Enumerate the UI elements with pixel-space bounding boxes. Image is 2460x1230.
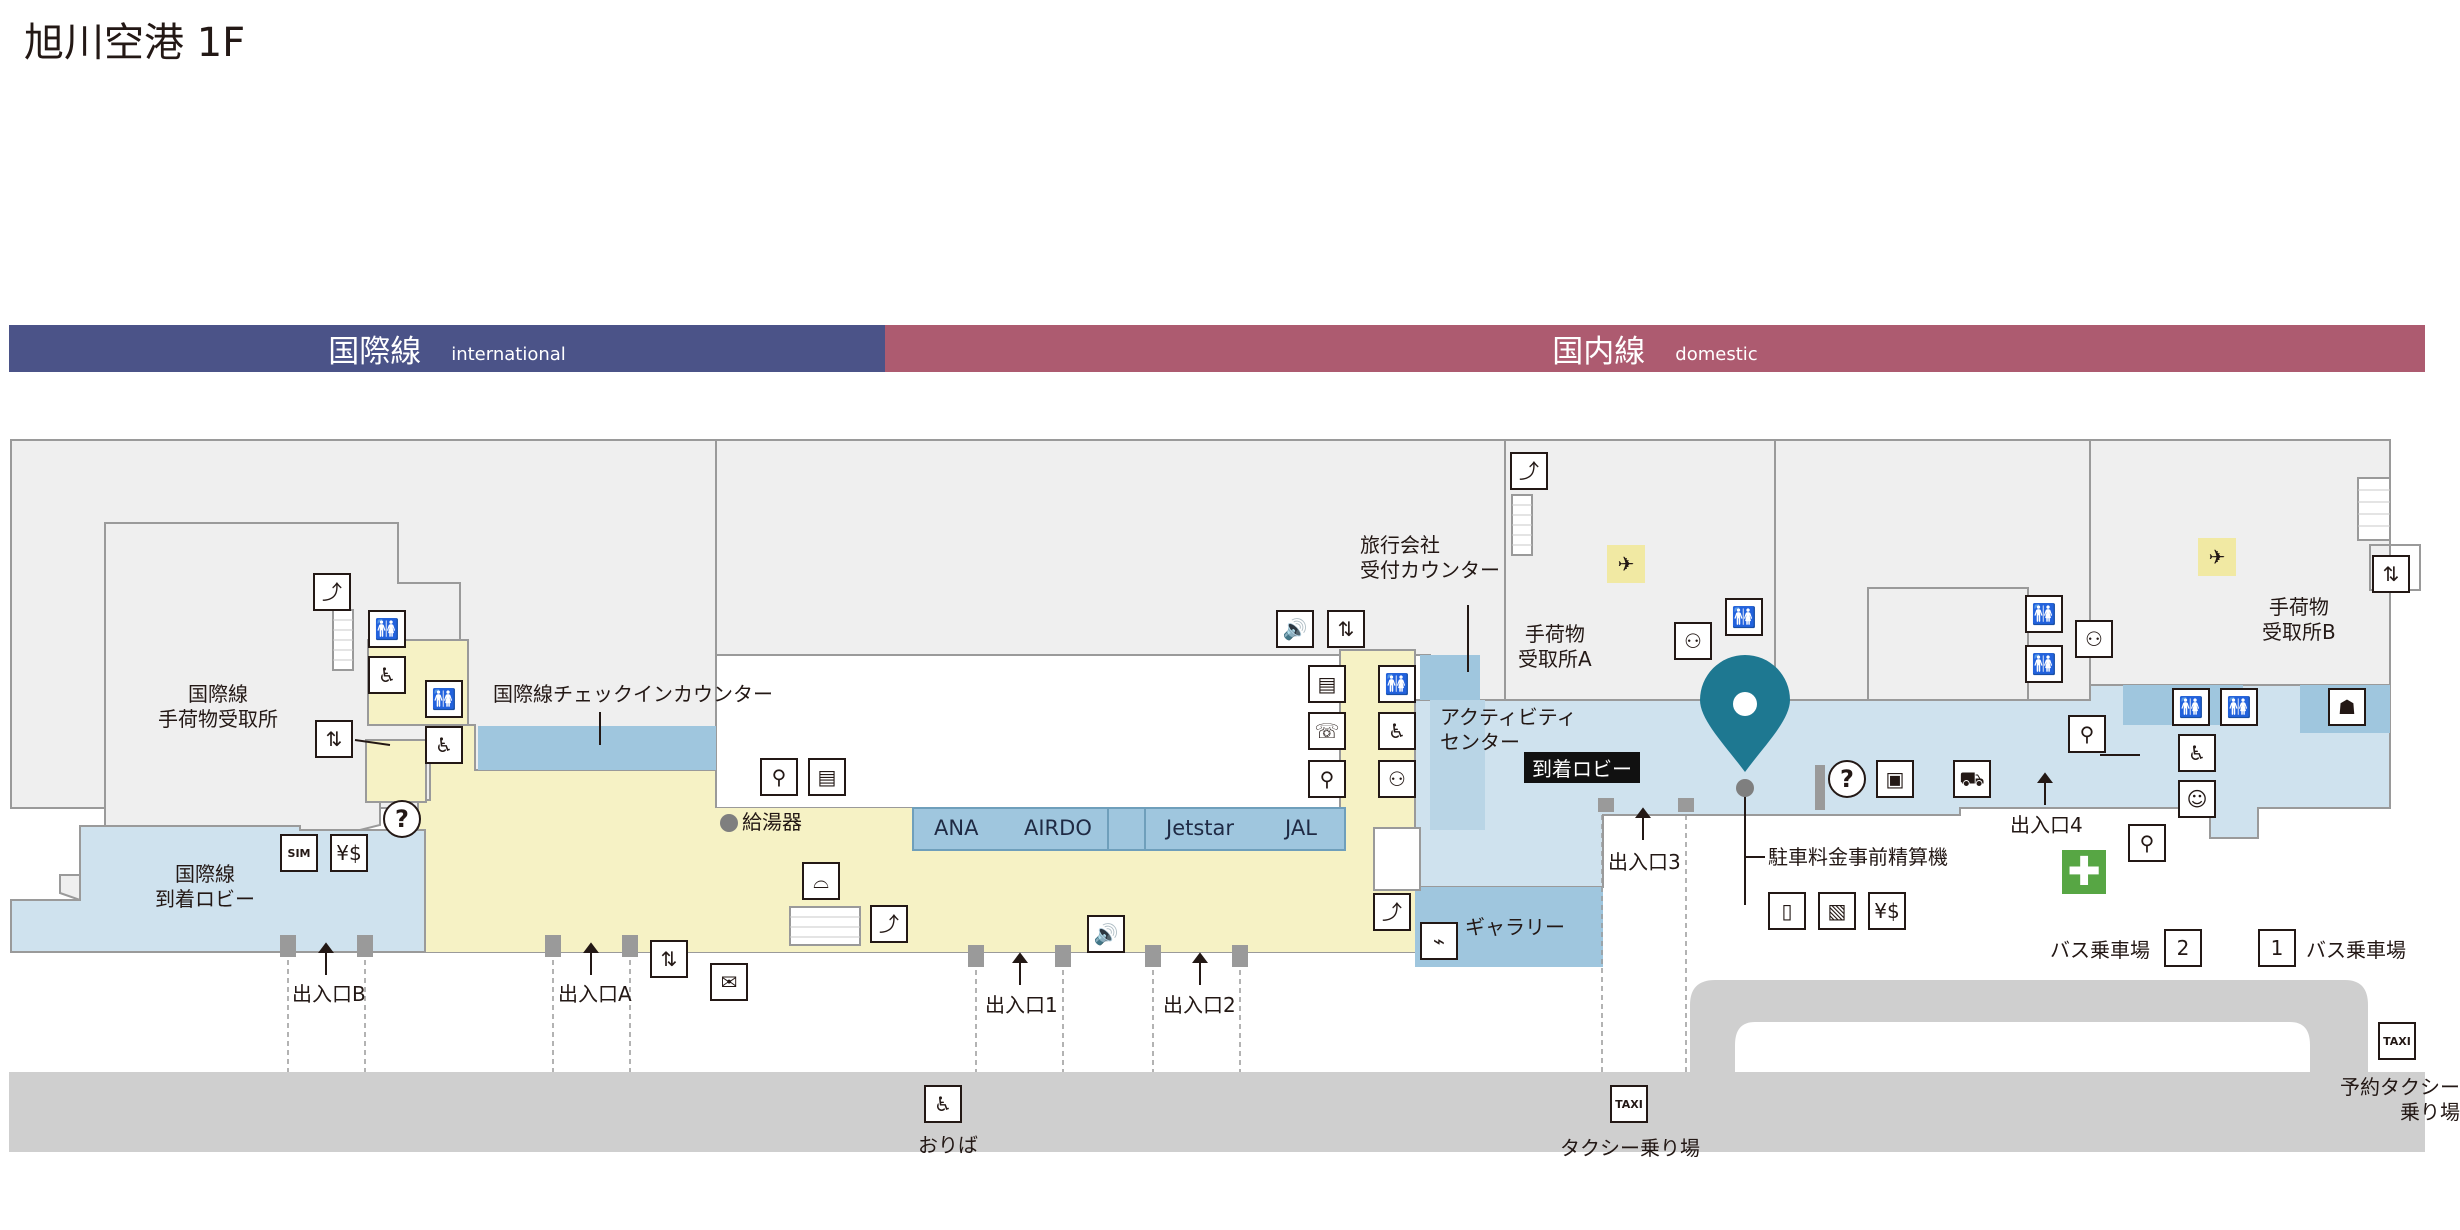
baggage-icon: ▣	[1876, 760, 1914, 798]
international-label: 国際線	[328, 334, 422, 370]
security-icon: ☗	[2328, 688, 2366, 726]
escalator-icon: ⤴	[1373, 893, 1411, 931]
post-icon: ✉	[710, 963, 748, 1001]
airline-counters	[912, 807, 1346, 851]
airline-jetstar: Jetstar	[1166, 816, 1235, 840]
travel-agency-label: 旅行会社 受付カウンター	[1360, 533, 1500, 582]
water-dispenser-label: 給湯器	[742, 810, 802, 834]
parking-pay-machine-icon: ▯	[1768, 892, 1806, 930]
locker-icon: ▤	[1308, 665, 1346, 703]
entrance-a-label: 出入口A	[558, 982, 632, 1006]
baby-care-icon: ⚲	[2068, 715, 2106, 753]
reserved-taxi-label: 予約タクシー 乗り場	[2340, 1075, 2460, 1124]
bus-stop-2-icon: 2	[2164, 929, 2202, 967]
elevator-icon: ⇅	[650, 940, 688, 978]
taxi-icon: TAXI	[2378, 1022, 2416, 1060]
airline-ana: ANA	[934, 816, 979, 840]
announcement-icon: 🔊	[1087, 915, 1125, 953]
elevator-icon: ⇅	[315, 720, 353, 758]
restroom-icon: 🚻	[1725, 598, 1763, 636]
travel-agency-counter	[1420, 655, 1480, 700]
taxi-stand-label: タクシー乗り場	[1560, 1136, 1700, 1160]
intl-arrival-label: 国際線 到着ロビー	[155, 862, 255, 911]
elevator-icon: ⇅	[1327, 610, 1365, 648]
restroom-icon: 🚻	[425, 680, 463, 718]
escalator-icon: ⤴	[870, 905, 908, 943]
road	[9, 1072, 2425, 1152]
baggage-a-label: 手荷物 受取所A	[1518, 622, 1592, 671]
domestic-sub-label: domestic	[1675, 344, 1758, 365]
restroom-icon: 🚻	[368, 610, 406, 648]
sim-icon: SIM	[280, 834, 318, 872]
massage-chair-icon: ⌓	[802, 862, 840, 900]
information-icon: ?	[1828, 760, 1866, 798]
restroom-icon: 🚻	[2025, 645, 2063, 683]
airline-airdo: AIRDO	[1024, 816, 1092, 840]
intl-checkin-label: 国際線チェックインカウンター	[493, 682, 773, 706]
entrances	[280, 765, 1825, 967]
arrivals-icon: ✈	[2198, 538, 2236, 576]
location-pin	[1700, 655, 1790, 797]
multipurpose-restroom-icon: ♿	[368, 656, 406, 694]
multipurpose-restroom-icon: ☺	[2178, 780, 2216, 818]
wheelchair-dropoff-icon: ♿	[924, 1085, 962, 1123]
gallery-label: ギャラリー	[1465, 915, 1565, 939]
arrivals-icon: ✈	[1607, 545, 1645, 583]
first-aid-room-icon: ♿	[2178, 734, 2216, 772]
activity-center-label: アクティビティ センター	[1440, 705, 1577, 754]
water-dispenser-dot	[720, 814, 738, 832]
international-band: 国際線 international	[9, 325, 885, 372]
locker-icon: ▤	[808, 758, 846, 796]
intl-arrival-lobby	[10, 825, 426, 953]
domestic-band: 国内線 domestic	[885, 325, 2425, 372]
multipurpose-restroom-icon: ♿	[1378, 712, 1416, 750]
information-icon: ?	[383, 800, 421, 838]
diaper-change-icon: ⚇	[1674, 622, 1712, 660]
baby-care-icon: ⚲	[760, 758, 798, 796]
baggage-b-label: 手荷物 受取所B	[2262, 595, 2336, 644]
bus-stop-1-icon: 1	[2258, 929, 2296, 967]
rent-a-car-icon: ⛟	[1953, 760, 1991, 798]
airline-jal: JAL	[1285, 816, 1317, 840]
parking-pay-label: 駐車料金事前精算機	[1768, 845, 1948, 869]
currency-exchange-icon: ¥$	[1868, 892, 1906, 930]
diaper-change-icon: ⚇	[2075, 620, 2113, 658]
card-payment-icon: ▧	[1818, 892, 1856, 930]
domestic-label: 国内線	[1552, 334, 1646, 370]
bicycle-icon: ⚲	[2128, 824, 2166, 862]
entrance-b-label: 出入口B	[292, 982, 366, 1006]
entrance-2-label: 出入口2	[1163, 993, 1236, 1017]
first-aid-icon: ✚	[2062, 850, 2106, 894]
escalator-icon: ⤴	[1510, 452, 1548, 490]
intl-checkin-counter	[478, 726, 716, 770]
multipurpose-restroom-icon: ♿	[425, 726, 463, 764]
baby-care-icon: ⚲	[1308, 760, 1346, 798]
intl-baggage-hall	[59, 522, 461, 901]
entrance-1-label: 出入口1	[985, 993, 1058, 1017]
phone-icon: ☏	[1308, 712, 1346, 750]
diaper-change-icon: ⚇	[1378, 760, 1416, 798]
taxi-icon: TAXI	[1610, 1085, 1648, 1123]
arrival-lobby-label: 到着ロビー	[1524, 752, 1640, 783]
entrance-4-label: 出入口4	[2010, 813, 2083, 837]
entrance-3-label: 出入口3	[1608, 850, 1681, 874]
escalator-icon: ⤴	[313, 573, 351, 611]
restroom-icon: 🚻	[2220, 688, 2258, 726]
restroom-icon: 🚻	[1378, 665, 1416, 703]
international-sub-label: international	[451, 344, 566, 365]
restroom-icon: 🚻	[2025, 595, 2063, 633]
charging-icon: ⌁	[1420, 922, 1458, 960]
page-title: 旭川空港 1F	[24, 20, 246, 66]
currency-exchange-icon: ¥$	[330, 834, 368, 872]
dropoff-label: おりば	[918, 1133, 978, 1157]
bus-stop-2-label: バス乗車場	[2050, 938, 2150, 962]
elevator-icon: ⇅	[2372, 555, 2410, 593]
announcement-icon: 🔊	[1276, 610, 1314, 648]
restroom-icon: 🚻	[2172, 688, 2210, 726]
bus-stop-1-label: バス乗車場	[2306, 938, 2406, 962]
intl-baggage-label: 国際線 手荷物受取所	[158, 682, 278, 731]
bus-loop-road	[1690, 980, 2368, 1072]
